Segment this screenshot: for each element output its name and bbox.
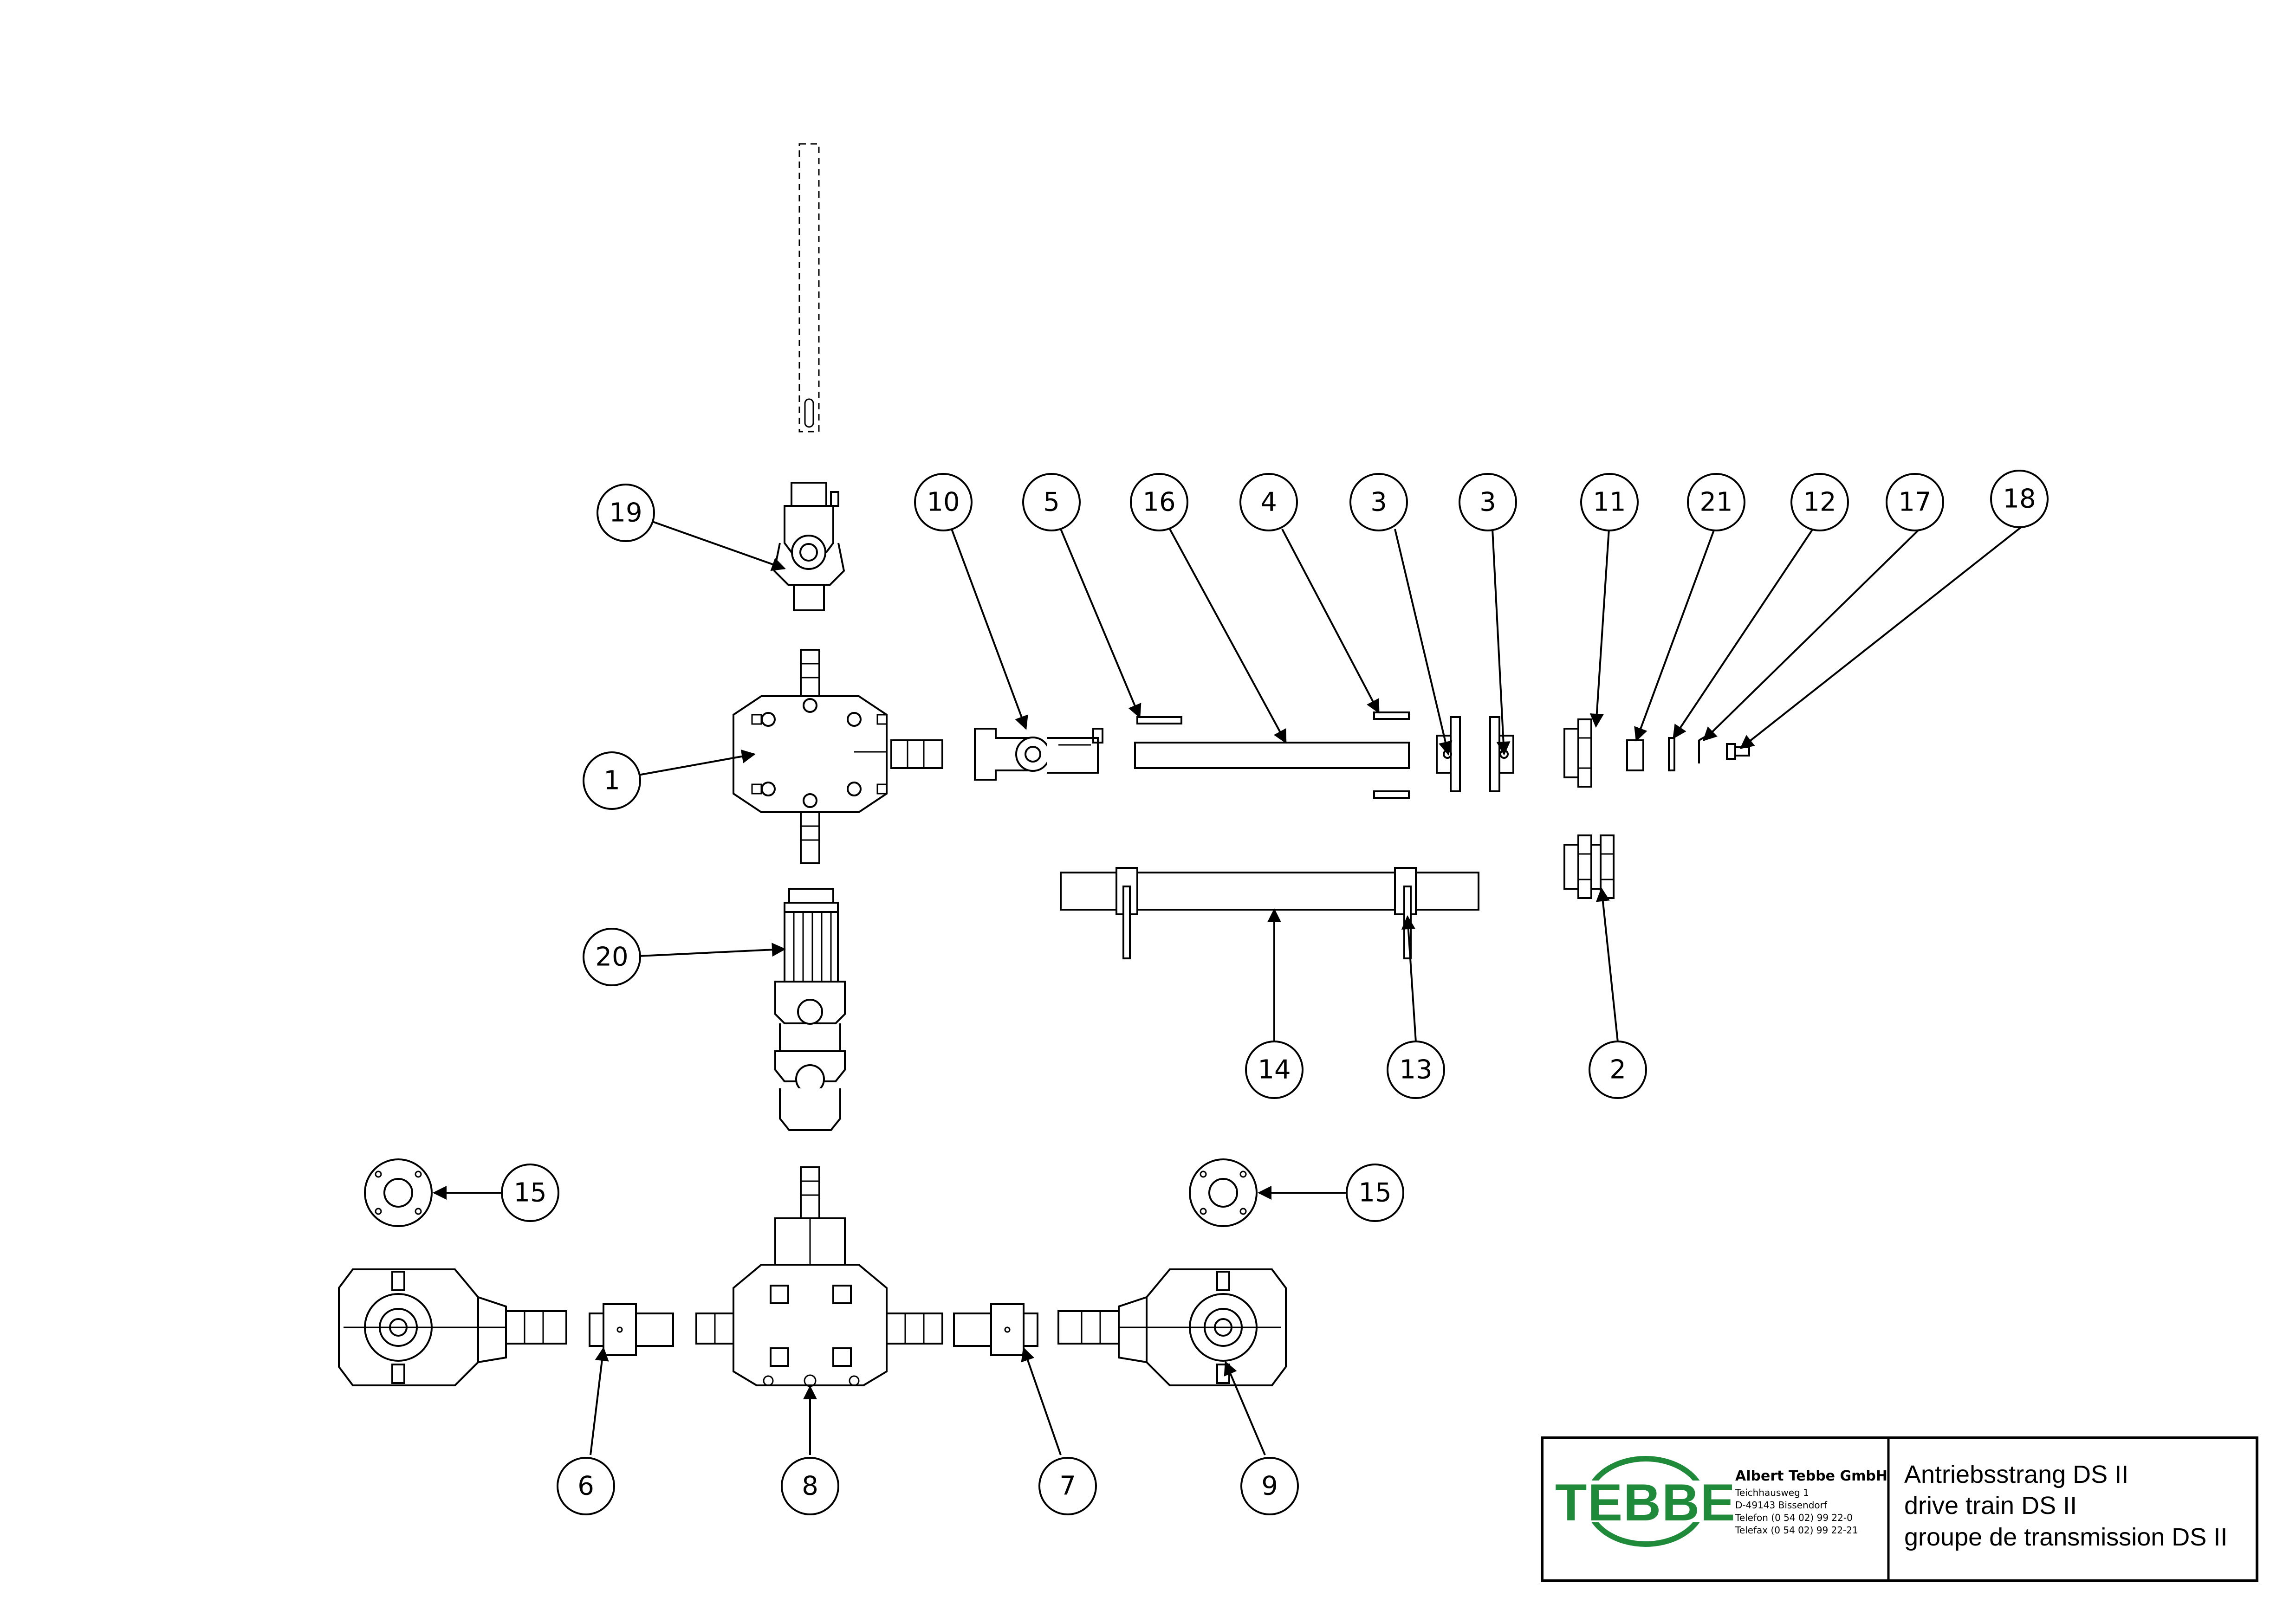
tebbe-logo: TEBBE [1553, 1456, 1738, 1547]
drawing-title-de: Antriebsstrang DS II [1904, 1461, 2128, 1488]
svg-text:9: 9 [1261, 1471, 1278, 1501]
part-11-sprocket [1563, 718, 1592, 788]
balloon-21: 21 [1687, 473, 1745, 531]
part-3-bearing-b [1489, 716, 1514, 792]
svg-text:20: 20 [595, 942, 628, 972]
balloon-5: 5 [1022, 473, 1081, 531]
svg-text:18: 18 [2003, 484, 2036, 514]
part-10-universal-joint [974, 728, 1103, 781]
svg-text:15: 15 [1358, 1178, 1391, 1208]
part-13-brackets [1116, 867, 1417, 959]
part-20-clutch-joint [774, 888, 846, 1131]
balloon-6: 6 [557, 1457, 615, 1515]
drawing-title-en: drive train DS II [1904, 1492, 2077, 1520]
address-line-4: Telefax (0 54 02) 99 22-21 [1735, 1525, 1858, 1536]
svg-text:3: 3 [1479, 487, 1496, 517]
balloon-10: 10 [914, 473, 973, 531]
svg-text:2: 2 [1609, 1055, 1626, 1085]
left-angle-gearbox [338, 1268, 567, 1386]
part-18-bolt [1726, 743, 1750, 760]
part-9-right-angle-gearbox [1057, 1268, 1287, 1386]
svg-text:3: 3 [1370, 487, 1387, 517]
leader-lines [433, 520, 2023, 1455]
balloon-11: 11 [1580, 473, 1639, 531]
svg-text:21: 21 [1699, 487, 1732, 517]
balloon-17: 17 [1886, 473, 1944, 531]
svg-text:19: 19 [609, 498, 642, 528]
part-1-central-gearbox [733, 649, 943, 864]
part-19-universal-joint [773, 482, 845, 611]
svg-text:13: 13 [1399, 1055, 1432, 1085]
address-line-2: D-49143 Bissendorf [1735, 1500, 1828, 1511]
svg-text:5: 5 [1043, 487, 1060, 517]
balloon-12: 12 [1790, 473, 1849, 531]
balloon-18: 18 [1990, 470, 2049, 528]
company-name: Albert Tebbe GmbH [1735, 1468, 1887, 1484]
part-5-key [1136, 716, 1182, 724]
balloon-2: 2 [1589, 1041, 1647, 1099]
part-8-lower-gearbox [695, 1166, 943, 1387]
drawing-title-fr: groupe de transmission DS II [1904, 1523, 2227, 1551]
balloon-14: 14 [1245, 1041, 1304, 1099]
address-line-1: Teichhausweg 1 [1735, 1487, 1809, 1498]
address-line-3: Telefon (0 54 02) 99 22-0 [1735, 1512, 1853, 1523]
svg-text:14: 14 [1258, 1055, 1291, 1085]
balloon-4: 4 [1239, 473, 1298, 531]
svg-text:1: 1 [603, 766, 620, 796]
top-shaft-dashed [798, 143, 820, 433]
part-16-shaft [1134, 742, 1410, 769]
part-4-keys [1373, 711, 1410, 799]
balloon-15-left: 15 [501, 1164, 559, 1222]
svg-text:4: 4 [1260, 487, 1277, 517]
part-6-coupling [589, 1303, 674, 1356]
svg-text:8: 8 [802, 1471, 818, 1501]
balloon-8: 8 [781, 1457, 839, 1515]
svg-text:15: 15 [513, 1178, 546, 1208]
part-21-bush [1626, 739, 1644, 771]
svg-text:16: 16 [1142, 487, 1175, 517]
svg-text:12: 12 [1803, 487, 1836, 517]
part-15-flange-right [1189, 1158, 1258, 1227]
balloon-16: 16 [1130, 473, 1188, 531]
part-12-washer [1668, 737, 1675, 771]
svg-text:10: 10 [927, 487, 960, 517]
svg-text:11: 11 [1593, 487, 1626, 517]
svg-text:7: 7 [1059, 1471, 1076, 1501]
title-block: TEBBE Albert Tebbe GmbH Teichhausweg 1 D… [1541, 1436, 2258, 1582]
balloon-19: 19 [597, 484, 655, 542]
part-balloons: 19 1 20 10 5 16 4 3 3 11 21 12 17 18 14 [501, 470, 2049, 1515]
part-2-double-sprocket [1563, 834, 1615, 899]
balloon-3a: 3 [1349, 473, 1408, 531]
balloon-3b: 3 [1459, 473, 1517, 531]
part-15-flange-left [364, 1158, 433, 1227]
balloon-20: 20 [583, 928, 641, 986]
svg-text:TEBBE: TEBBE [1555, 1474, 1736, 1532]
balloon-7: 7 [1038, 1457, 1097, 1515]
balloon-9: 9 [1240, 1457, 1299, 1515]
balloon-1: 1 [583, 751, 641, 810]
balloon-15-right: 15 [1346, 1164, 1404, 1222]
part-7-coupling [953, 1303, 1038, 1356]
svg-text:17: 17 [1898, 487, 1931, 517]
svg-text:6: 6 [577, 1471, 594, 1501]
balloon-13: 13 [1387, 1041, 1445, 1099]
